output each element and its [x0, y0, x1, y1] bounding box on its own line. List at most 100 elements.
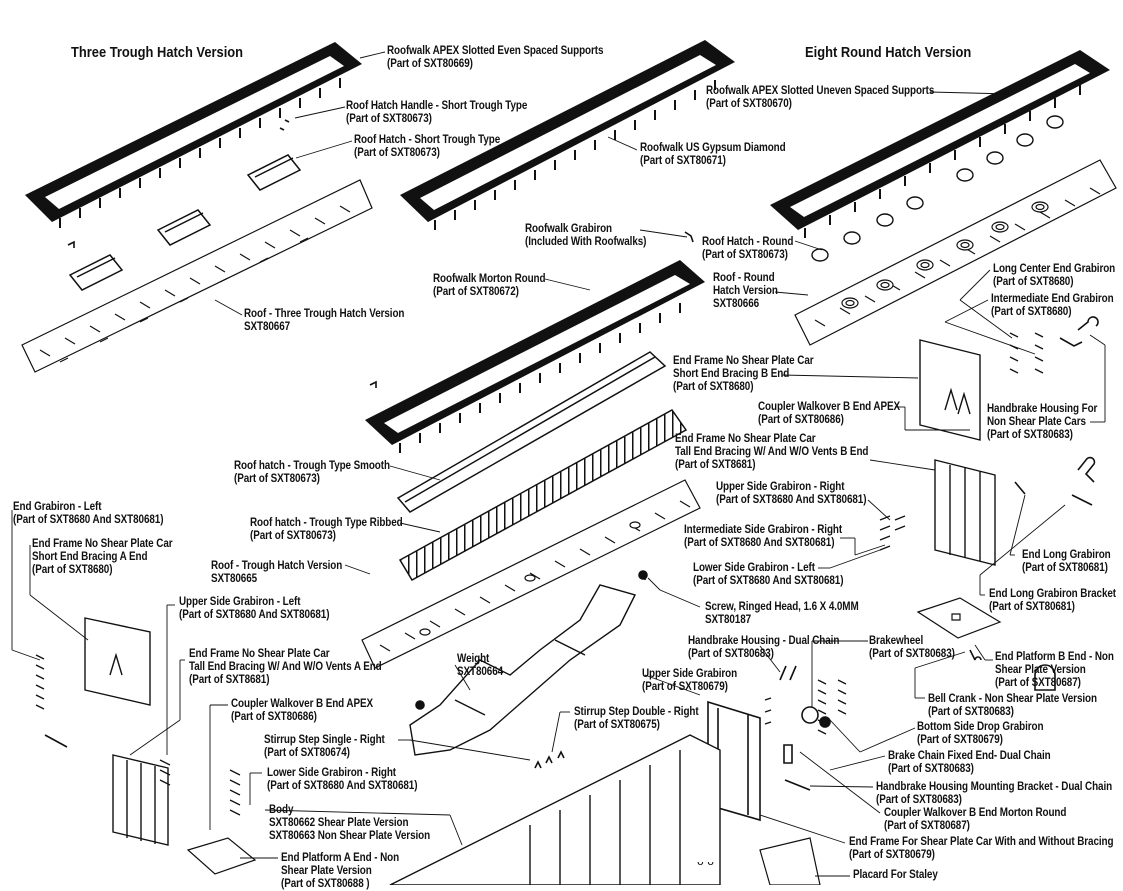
label-line: (Part of SXT8680 And SXT80681)	[716, 494, 867, 506]
label-line: Roofwalk US Gypsum Diamond	[640, 142, 786, 154]
label-long-center-grabiron: Long Center End Grabiron (Part of SXT868…	[993, 263, 1115, 289]
label-line: (Part of SXT80670)	[706, 98, 792, 110]
label-line: Lower Side Grabiron - Left	[693, 562, 815, 574]
label-line: (Part of SXT80673)	[234, 473, 320, 485]
label-line: (Part of SXT8680 And SXT80681)	[684, 537, 835, 549]
label-line: Long Center End Grabiron	[993, 263, 1116, 275]
end-frame-tall-a-part	[113, 755, 168, 845]
label-line: Upper Side Grabiron	[642, 668, 738, 680]
end-platform-b-part	[918, 598, 1000, 638]
label-end-frame-short-a: End Frame No Shear Plate Car Short End B…	[32, 538, 173, 577]
label-upper-side-grabiron-left: Upper Side Grabiron - Left (Part of SXT8…	[179, 596, 329, 622]
label-line: (Part of SXT80669)	[387, 58, 473, 70]
label-end-frame-short-b: End Frame No Shear Plate Car Short End B…	[673, 355, 814, 394]
label-line: End Long Grabiron Bracket	[989, 588, 1116, 600]
label-line: (Part of SXT80679)	[917, 734, 1003, 746]
label-line: Shear Plate Version	[281, 865, 372, 877]
roof-three-trough-part	[22, 180, 372, 372]
label-line: Handbrake Housing Mounting Bracket - Dua…	[876, 781, 1113, 793]
label-end-platform-a: End Platform A End - Non Shear Plate Ver…	[281, 852, 399, 891]
label-line: (Part of SXT80672)	[433, 286, 519, 298]
label-line: Upper Side Grabiron - Right	[716, 481, 845, 493]
label-line: (Part of SXT80673)	[250, 530, 336, 542]
label-line: (Part of SXT8680)	[673, 381, 754, 393]
label-intermediate-side-grabiron-right: Intermediate Side Grabiron - Right (Part…	[684, 524, 842, 550]
label-line: Roof Hatch - Round	[702, 236, 794, 248]
label-roof-hatch-round: Roof Hatch - Round (Part of SXT80673)	[702, 236, 793, 262]
label-line: Roof - Three Trough Hatch Version	[244, 308, 405, 320]
label-body: Body SXT80662 Shear Plate Version SXT806…	[269, 804, 430, 843]
label-screw-ringed: Screw, Ringed Head, 1.6 X 4.0MM SXT80187	[705, 601, 859, 627]
label-end-long-grabiron-bracket: End Long Grabiron Bracket (Part of SXT80…	[989, 588, 1116, 614]
label-line: Weight	[457, 653, 490, 665]
label-line: Bottom Side Drop Grabiron	[917, 721, 1044, 733]
label-upper-side-grabiron-right: Upper Side Grabiron - Right (Part of SXT…	[716, 481, 866, 507]
label-line: Bell Crank - Non Shear Plate Version	[928, 693, 1097, 705]
label-line: End Frame No Shear Plate Car	[675, 433, 816, 445]
label-line: (Part of SXT80683)	[987, 429, 1073, 441]
roofwalk-apex-uneven-part	[770, 50, 1110, 238]
label-line: SXT80187	[705, 614, 752, 626]
heading-eight-round: Eight Round Hatch Version	[805, 44, 972, 61]
label-line: Stirrup Step Single - Right	[264, 734, 385, 746]
label-end-frame-tall-b: End Frame No Shear Plate Car Tall End Br…	[675, 433, 868, 472]
label-line: Roof - Round	[713, 272, 775, 284]
label-roofwalk-morton: Roofwalk Morton Round (Part of SXT80672)	[433, 273, 546, 299]
label-line: End Long Grabiron	[1022, 549, 1111, 561]
heading-three-trough: Three Trough Hatch Version	[71, 44, 244, 61]
label-line: (Part of SXT80687)	[884, 820, 970, 832]
label-line: Roof Hatch - Short Trough Type	[354, 134, 501, 146]
label-line: SXT80665	[211, 573, 258, 585]
label-placard-staley: Placard For Staley	[853, 869, 938, 882]
label-line: (Part of SXT80683)	[876, 794, 962, 806]
label-line: End Frame For Shear Plate Car With and W…	[849, 836, 1114, 848]
roofwalk-us-gypsum-part	[400, 40, 735, 230]
label-line: Lower Side Grabiron - Right	[267, 767, 397, 779]
label-line: End Grabiron - Left	[13, 501, 102, 513]
label-line: Stirrup Step Double - Right	[574, 706, 699, 718]
label-bottom-side-drop-grabiron: Bottom Side Drop Grabiron (Part of SXT80…	[917, 721, 1044, 747]
roof-hatch-short-trough-part	[70, 155, 300, 290]
label-line: Tall End Bracing W/ And W/O Vents B End	[675, 446, 869, 458]
label-line: (Part of SXT80683)	[688, 648, 774, 660]
label-end-platform-b: End Platform B End - Non Shear Plate Ver…	[995, 651, 1114, 690]
label-line: (Part of SXT8680 And SXT80681)	[267, 780, 418, 792]
label-line: Roofwalk Grabiron	[525, 223, 613, 235]
roof-hatch-ribbed-part	[400, 410, 686, 580]
label-roofwalk-apex-uneven: Roofwalk APEX Slotted Uneven Spaced Supp…	[706, 85, 934, 111]
label-line: Handbrake Housing For	[987, 403, 1098, 415]
roofwalk-apex-even-part	[25, 42, 362, 228]
label-line: (Part of SXT80683)	[928, 706, 1014, 718]
label-roof-round-hatch: Roof - Round Hatch Version SXT80666	[713, 272, 778, 311]
label-lower-side-grabiron-right: Lower Side Grabiron - Right (Part of SXT…	[267, 767, 417, 793]
label-line: (Part of SXT80683)	[869, 648, 955, 660]
label-line: (Part of SXT80687)	[995, 677, 1081, 689]
label-line: (Part of SXT80675)	[574, 719, 660, 731]
label-line: (Part of SXT80681)	[989, 601, 1075, 613]
label-line: SXT80662 Shear Plate Version	[269, 817, 409, 829]
label-end-frame-shear-plate: End Frame For Shear Plate Car With and W…	[849, 836, 1114, 862]
label-line: SXT80666	[713, 298, 760, 310]
label-stirrup-double-right: Stirrup Step Double - Right (Part of SXT…	[574, 706, 699, 732]
label-line: End Platform A End - Non	[281, 852, 400, 864]
grabiron-ticks	[36, 333, 1043, 815]
label-line: (Part of SXT80686)	[758, 414, 844, 426]
label-coupler-walkover-b-apex-left: Coupler Walkover B End APEX (Part of SXT…	[231, 698, 373, 724]
label-line: (Part of SXT80679)	[642, 681, 728, 693]
label-line: (Part of SXT80673)	[702, 249, 788, 261]
end-frame-short-a-part	[85, 618, 150, 705]
label-line: SXT80667	[244, 321, 291, 333]
label-line: Intermediate Side Grabiron - Right	[684, 524, 843, 536]
label-handbrake-mount-bracket: Handbrake Housing Mounting Bracket - Dua…	[876, 781, 1112, 807]
label-line: (Part of SXT8680)	[993, 276, 1074, 288]
label-upper-side-grabiron: Upper Side Grabiron (Part of SXT80679)	[642, 668, 737, 694]
label-line: Upper Side Grabiron - Left	[179, 596, 301, 608]
label-roof-hatch-short: Roof Hatch - Short Trough Type (Part of …	[354, 134, 500, 160]
svg-text:ᴗ ᴗ: ᴗ ᴗ	[697, 855, 714, 868]
label-line: SXT80664	[457, 666, 504, 678]
label-line: Roof Hatch Handle - Short Trough Type	[346, 100, 528, 112]
label-roof-hatch-trough-smooth: Roof hatch - Trough Type Smooth (Part of…	[234, 460, 390, 486]
label-line: Roofwalk APEX Slotted Uneven Spaced Supp…	[706, 85, 935, 97]
label-line: (Included With Roofwalks)	[525, 236, 647, 248]
